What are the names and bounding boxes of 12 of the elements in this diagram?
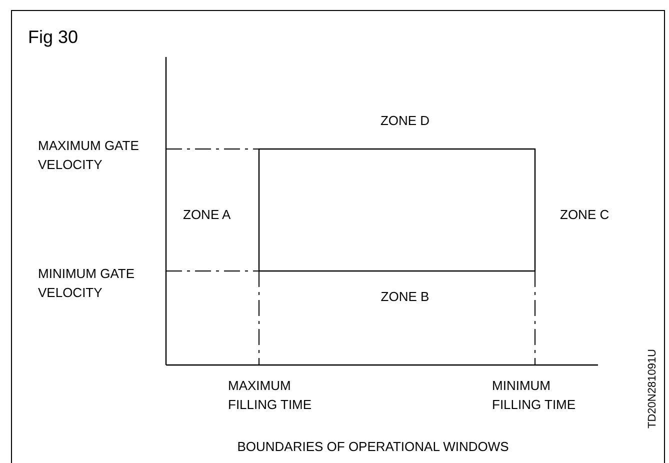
figure-code: TD20N281091U (646, 348, 660, 428)
figure-title: Fig 30 (28, 26, 78, 48)
axis-label: MAXIMUM GATE VELOCITY (38, 137, 140, 174)
axis-label: MINIMUM GATE VELOCITY (38, 265, 136, 302)
zone-label: ZONE D (379, 112, 431, 130)
figure-caption: BOUNDARIES OF OPERATIONAL WINDOWS (236, 438, 510, 456)
zone-label: ZONE A (183, 206, 231, 224)
axis-label: MINIMUM FILLING TIME (492, 377, 577, 414)
axis-label: MAXIMUM FILLING TIME (228, 377, 313, 414)
zone-label: ZONE C (560, 206, 610, 224)
zone-label: ZONE B (380, 288, 430, 306)
operating-window-rectangle (258, 148, 536, 272)
